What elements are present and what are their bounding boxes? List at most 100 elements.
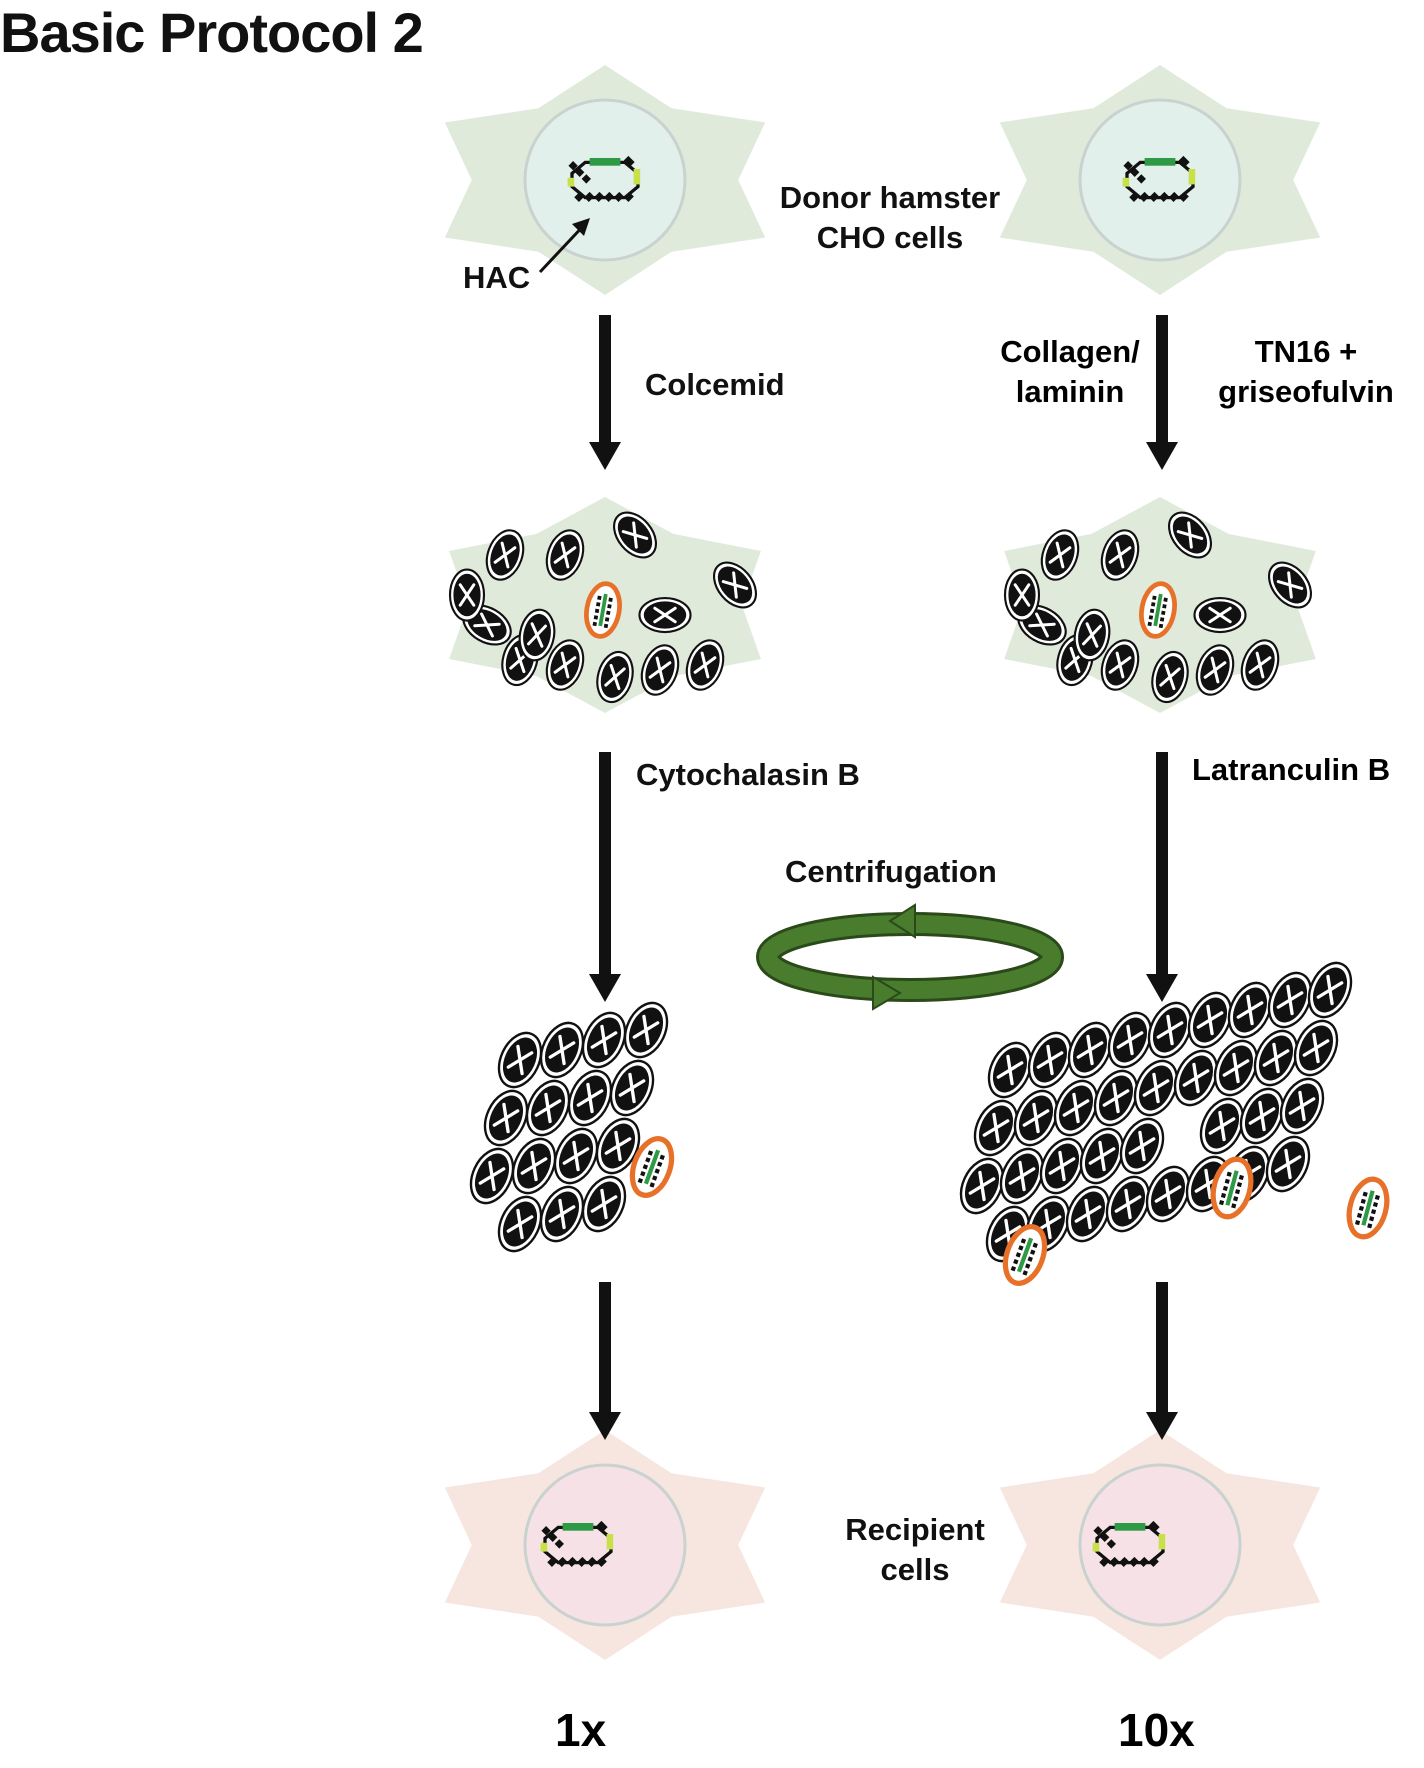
microcell-chromatid: [1076, 1034, 1104, 1066]
fold-right-label: 10x: [1118, 1704, 1195, 1756]
hac-microcell-bead: [597, 595, 602, 600]
hac-microcell-bead: [1162, 604, 1167, 609]
chromosome-bead: [1168, 191, 1179, 202]
hac-microcell-bead: [1233, 1196, 1239, 1202]
microcell-chromatid: [1082, 622, 1102, 648]
chromosome-yellow-block: [1158, 1534, 1166, 1550]
tn16-label-line1: TN16 +: [1254, 334, 1358, 369]
purified-microcell-right-10: [1013, 1089, 1059, 1147]
purified-microcell-left-5: [525, 1079, 571, 1137]
chromosome-bead: [613, 191, 624, 202]
chromosome-yellow-block: [633, 169, 641, 185]
microcell-chromatid: [1108, 541, 1132, 569]
hac-microcell-bead: [1222, 1185, 1228, 1191]
microcell-chromatid: [604, 1130, 632, 1162]
microcell-chromatid: [1048, 1150, 1076, 1182]
hac-microcell-bead: [1356, 1212, 1363, 1219]
latranculin-label: Latranculin B: [1192, 752, 1391, 787]
purified-microcell-right-25: [1279, 1077, 1325, 1135]
hac-microcell-bead: [1358, 1205, 1364, 1211]
purified-microcell-left-13: [539, 1185, 585, 1243]
microcell-chromatid: [1196, 1004, 1224, 1036]
rotation-arrowhead-top: [888, 903, 916, 939]
hac-microcell-bead: [649, 1182, 655, 1188]
collagen-label-line2: laminin: [1015, 374, 1125, 409]
microcell-chromatid: [553, 541, 577, 569]
microcell-chromatid: [604, 663, 626, 691]
microcell-left-8: [545, 639, 585, 691]
purified-microcell-right-6: [1227, 981, 1273, 1039]
microcell-right-10: [1195, 644, 1235, 696]
recipient-cell-left: [444, 1430, 766, 1660]
hac-microcell-core: [1016, 1237, 1034, 1273]
purified-microcell-left-9: [511, 1137, 557, 1195]
purified-microcell-left-1: [539, 1021, 585, 1079]
chromosome-bead: [623, 191, 634, 202]
microcell-chromatid: [693, 651, 717, 679]
microcell-chromatid: [1108, 651, 1132, 679]
arrows-layer: [589, 315, 1178, 1440]
microcell-left-4: [638, 596, 692, 634]
microcell-chromatid: [653, 606, 677, 624]
chromosome-bead: [586, 1556, 597, 1567]
microcell-chromatid: [1156, 1014, 1184, 1046]
hac-microcell-bead: [1226, 1171, 1232, 1177]
hac-microcell-bead: [1147, 621, 1152, 627]
chromosome-bead: [1100, 1532, 1110, 1542]
microcell-right-5: [1268, 561, 1312, 609]
microcell-chromatid: [1074, 1198, 1102, 1230]
microcell-chromatid: [996, 1054, 1024, 1086]
chromosome-bead: [1128, 1556, 1140, 1567]
microcell-chromatid: [621, 521, 649, 549]
microcell-chromatid: [1248, 651, 1272, 679]
microcell-chromatid: [1159, 663, 1181, 691]
microcell-chromatid: [1114, 1188, 1142, 1220]
microcell-chromatid: [1154, 1178, 1182, 1210]
microcell-chromatid: [1036, 1044, 1064, 1076]
microcell-chromatid: [1208, 1110, 1236, 1142]
microcell-chromatid: [1028, 612, 1056, 638]
purified-hac-microcell-right-a: [1002, 1224, 1048, 1286]
purified-microcell-right-11: [1053, 1079, 1099, 1137]
microcell-chromatid: [1222, 1052, 1250, 1084]
purified-hac-microcell-right-c: [1346, 1176, 1390, 1240]
chromosome-bead: [575, 167, 585, 177]
microcell-chromatid: [1302, 1032, 1330, 1064]
hac-microcell-core: [1153, 593, 1163, 627]
microcell-chromatid: [982, 1112, 1010, 1144]
microcell-chromatid: [721, 571, 749, 599]
hac-microcell-bead: [651, 1175, 658, 1181]
hac-microcell-bead: [645, 1157, 651, 1163]
hac-label: HAC: [463, 260, 531, 295]
hac-microcell-bead: [1018, 1245, 1024, 1251]
microcell-chromatid: [648, 656, 672, 684]
microcell-chromatid: [506, 1208, 534, 1240]
purified-microcell-right-24: [1239, 1087, 1285, 1145]
microcell-chromatid: [1022, 1102, 1050, 1134]
hac-pointer-head: [572, 218, 590, 236]
microcell-chromatid: [548, 1034, 576, 1066]
hac-microcell-left: [584, 581, 622, 639]
purified-microcell-left-14: [581, 1175, 627, 1233]
arrow-head: [589, 442, 621, 470]
arrow-head: [1146, 974, 1178, 1002]
purified-hac-microcell-right-b: [1210, 1156, 1254, 1220]
chromosome-bead: [603, 191, 615, 202]
purified-microcell-left-3: [623, 1001, 669, 1059]
microcell-chromatid: [1182, 1062, 1210, 1094]
chromosome-bead: [1138, 1556, 1149, 1567]
hac-microcell-bead: [654, 1168, 660, 1174]
purified-microcell-right-12: [1093, 1069, 1139, 1127]
chromosome-yellow-block: [1122, 177, 1130, 187]
nucleus: [523, 1463, 687, 1627]
fold-left-label: 1x: [555, 1704, 607, 1756]
chromosome-bead: [596, 1520, 608, 1532]
microcell-left-2: [613, 511, 657, 559]
microcell-right-0: [1040, 529, 1080, 581]
hac-microcell-bead: [1236, 1181, 1243, 1188]
microcell-chromatid: [1088, 1140, 1116, 1172]
chromosome-bead: [1178, 155, 1190, 167]
hac-microcell-bead: [594, 608, 600, 614]
hac-microcell-bead: [1238, 1174, 1244, 1181]
hac-microcell-core: [1225, 1170, 1239, 1206]
